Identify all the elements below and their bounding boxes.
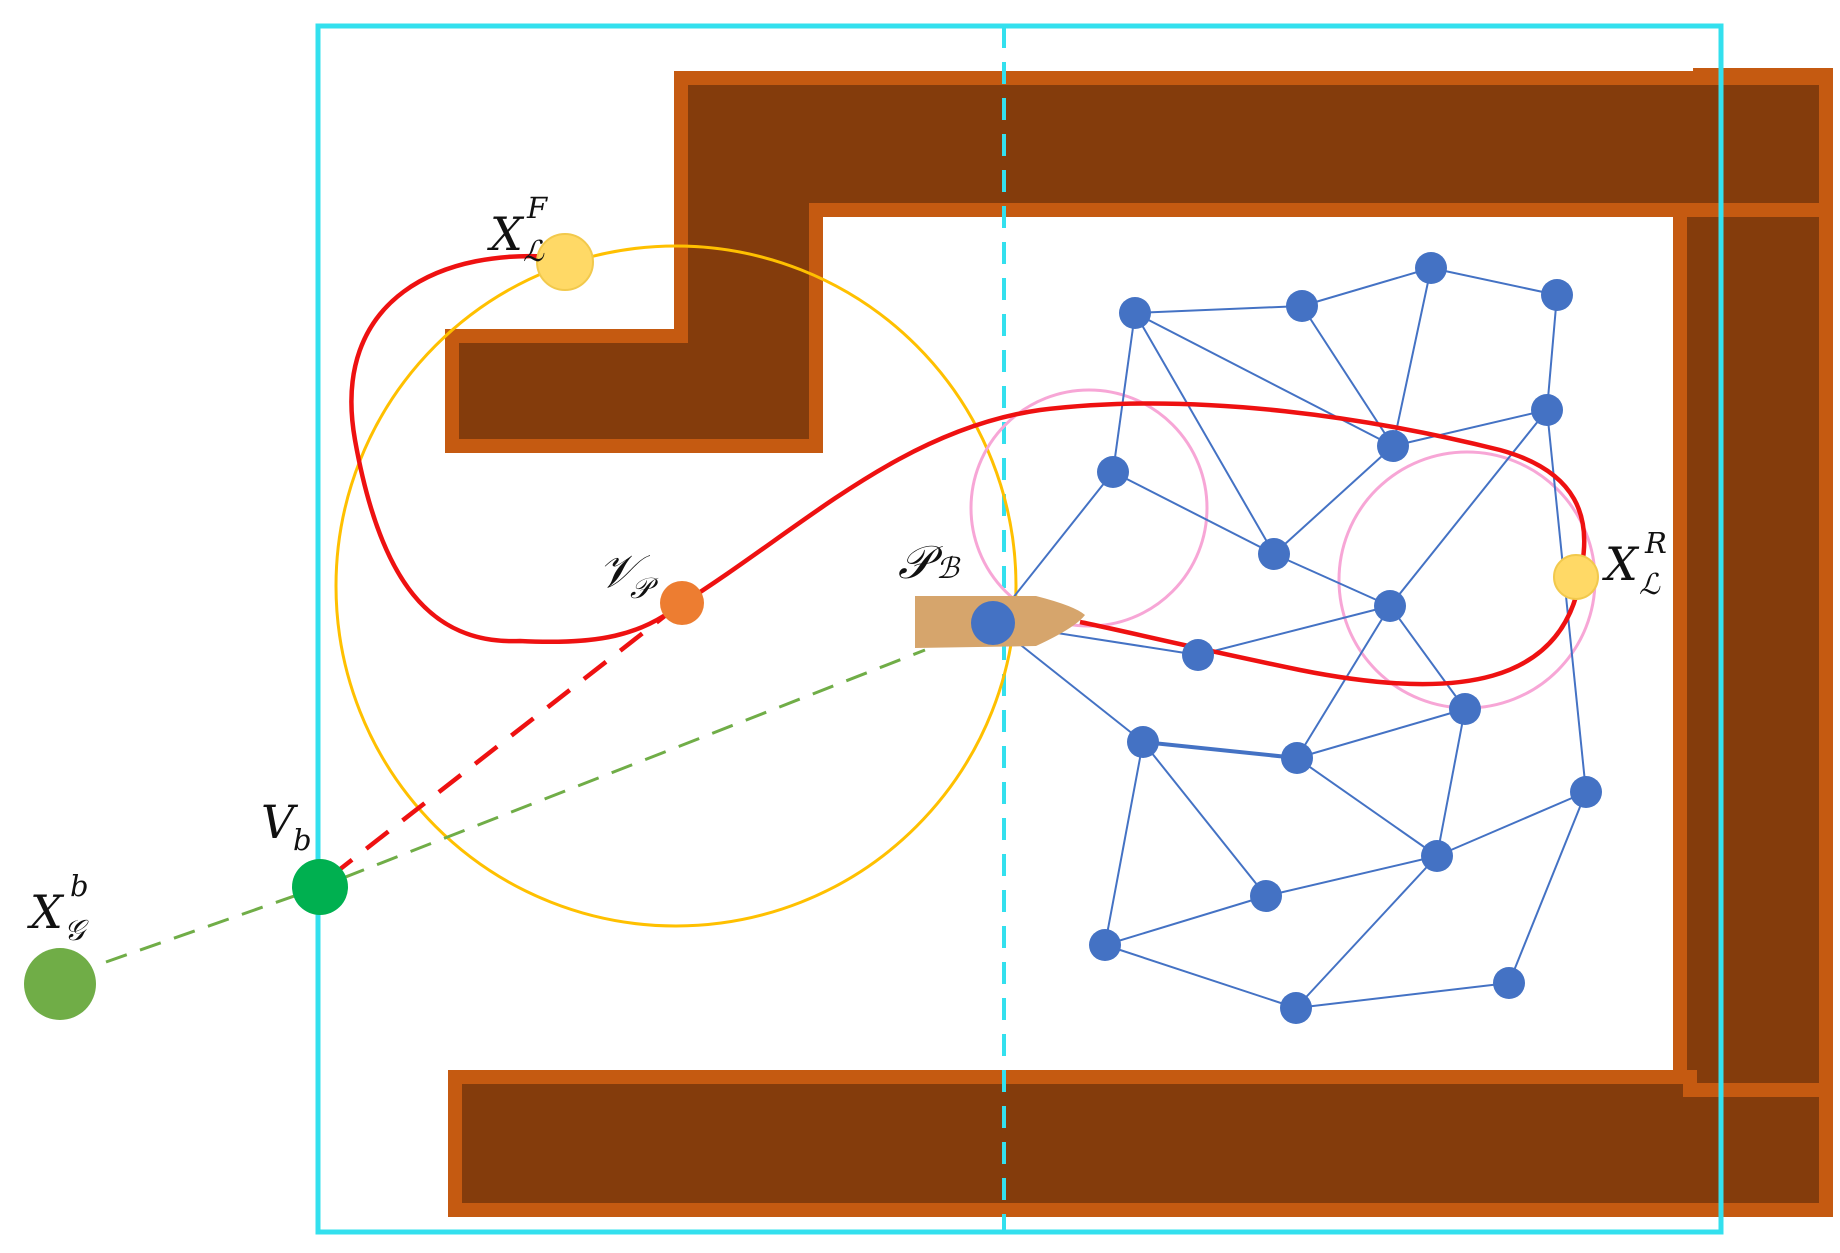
graph-node: [1097, 456, 1129, 488]
graph-edge: [1273, 445, 1394, 555]
wall-right-inner: [1673, 203, 1833, 1097]
label-virtual-point: 𝒱 𝒫: [598, 544, 659, 605]
graph-node: [1286, 290, 1318, 322]
graph-edge: [1197, 605, 1391, 656]
label-sub: ℒ: [1639, 567, 1661, 601]
graph-edge: [1296, 708, 1466, 759]
goal-node: [24, 948, 96, 1020]
label-landmark-front: X F ℒ: [487, 191, 548, 268]
graph-node: [1570, 776, 1602, 808]
graph-edge: [1295, 855, 1438, 1009]
graph-node: [1531, 394, 1563, 426]
label-boat-position: 𝒫 ℬ: [898, 535, 961, 589]
reach-circle: [334, 244, 1018, 928]
graph-edge: [1296, 757, 1438, 857]
label-text: V: [261, 795, 299, 849]
boat-position-node: [971, 601, 1015, 645]
graph-edge: [1134, 312, 1275, 555]
graph-edge: [1112, 312, 1136, 473]
graph-node: [1415, 252, 1447, 284]
label-text: X: [487, 207, 525, 261]
goal-connection-line: [105, 648, 926, 964]
wall-top: [445, 71, 1833, 453]
graph-node: [1281, 742, 1313, 774]
graph-edge: [1112, 471, 1275, 555]
graph-node: [1119, 297, 1151, 329]
graph-edge: [1104, 895, 1267, 946]
graph-edge: [1104, 944, 1297, 1009]
virtual-base-node: [292, 859, 348, 915]
label-sub: 𝒢: [64, 913, 89, 947]
vb-to-vp-line: [328, 606, 677, 879]
graph-edge: [1546, 409, 1587, 793]
graph-nodes: [1089, 252, 1602, 1024]
graph-node: [1374, 590, 1406, 622]
graph-node: [1127, 726, 1159, 758]
graph-edge: [1273, 553, 1391, 607]
graph-edge: [1392, 267, 1432, 447]
label-sup: F: [526, 191, 548, 225]
graph-edge: [1546, 294, 1558, 411]
graph-edge: [1295, 982, 1510, 1009]
label-virtual-base: V b: [261, 795, 312, 857]
graph-node: [1258, 538, 1290, 570]
label-sup: b: [70, 869, 89, 903]
graph-edge: [1436, 708, 1466, 857]
graph-edge: [1142, 740, 1298, 760]
graph-node: [1541, 279, 1573, 311]
landmark-front-node: [536, 233, 594, 291]
graph-edge: [1389, 409, 1548, 607]
label-landmark-rear: X R ℒ: [1602, 526, 1667, 601]
graph-node: [1377, 430, 1409, 462]
graph-node: [1280, 992, 1312, 1024]
graph-node: [1421, 840, 1453, 872]
graph-node: [1250, 880, 1282, 912]
graph-node: [1449, 693, 1481, 725]
label-goal: X b 𝒢: [27, 869, 89, 947]
label-text: X: [1602, 537, 1640, 591]
graph-node: [1182, 639, 1214, 671]
label-text: X: [27, 885, 65, 939]
label-sub: ℬ: [936, 551, 961, 585]
graph-edge: [1142, 741, 1267, 897]
graph-edge: [1265, 855, 1438, 897]
graph-node: [1493, 967, 1525, 999]
graph-edge: [1296, 605, 1391, 759]
graph-edge: [1104, 741, 1144, 946]
graph-edge: [1430, 267, 1558, 296]
label-sub: 𝒫: [630, 571, 659, 605]
graph-edge: [1436, 791, 1587, 857]
label-sup: R: [1644, 526, 1667, 560]
graph-edge: [1301, 267, 1432, 307]
graph-edge: [1508, 791, 1587, 984]
trajectory-curve: [349, 253, 1587, 687]
landmark-rear-node: [1553, 554, 1599, 600]
graph-node: [1089, 929, 1121, 961]
label-sub: b: [293, 823, 312, 857]
graph-edge: [1134, 312, 1394, 447]
graph-edges: [992, 267, 1587, 1009]
wall-bottom: [448, 1070, 1833, 1217]
graph-edge: [1134, 305, 1303, 314]
boundary-box: [315, 23, 1724, 1235]
graph-edge: [1389, 605, 1466, 710]
label-sub: ℒ: [523, 234, 545, 268]
graph-edge: [1392, 409, 1548, 447]
virtual-point-node: [660, 581, 704, 625]
